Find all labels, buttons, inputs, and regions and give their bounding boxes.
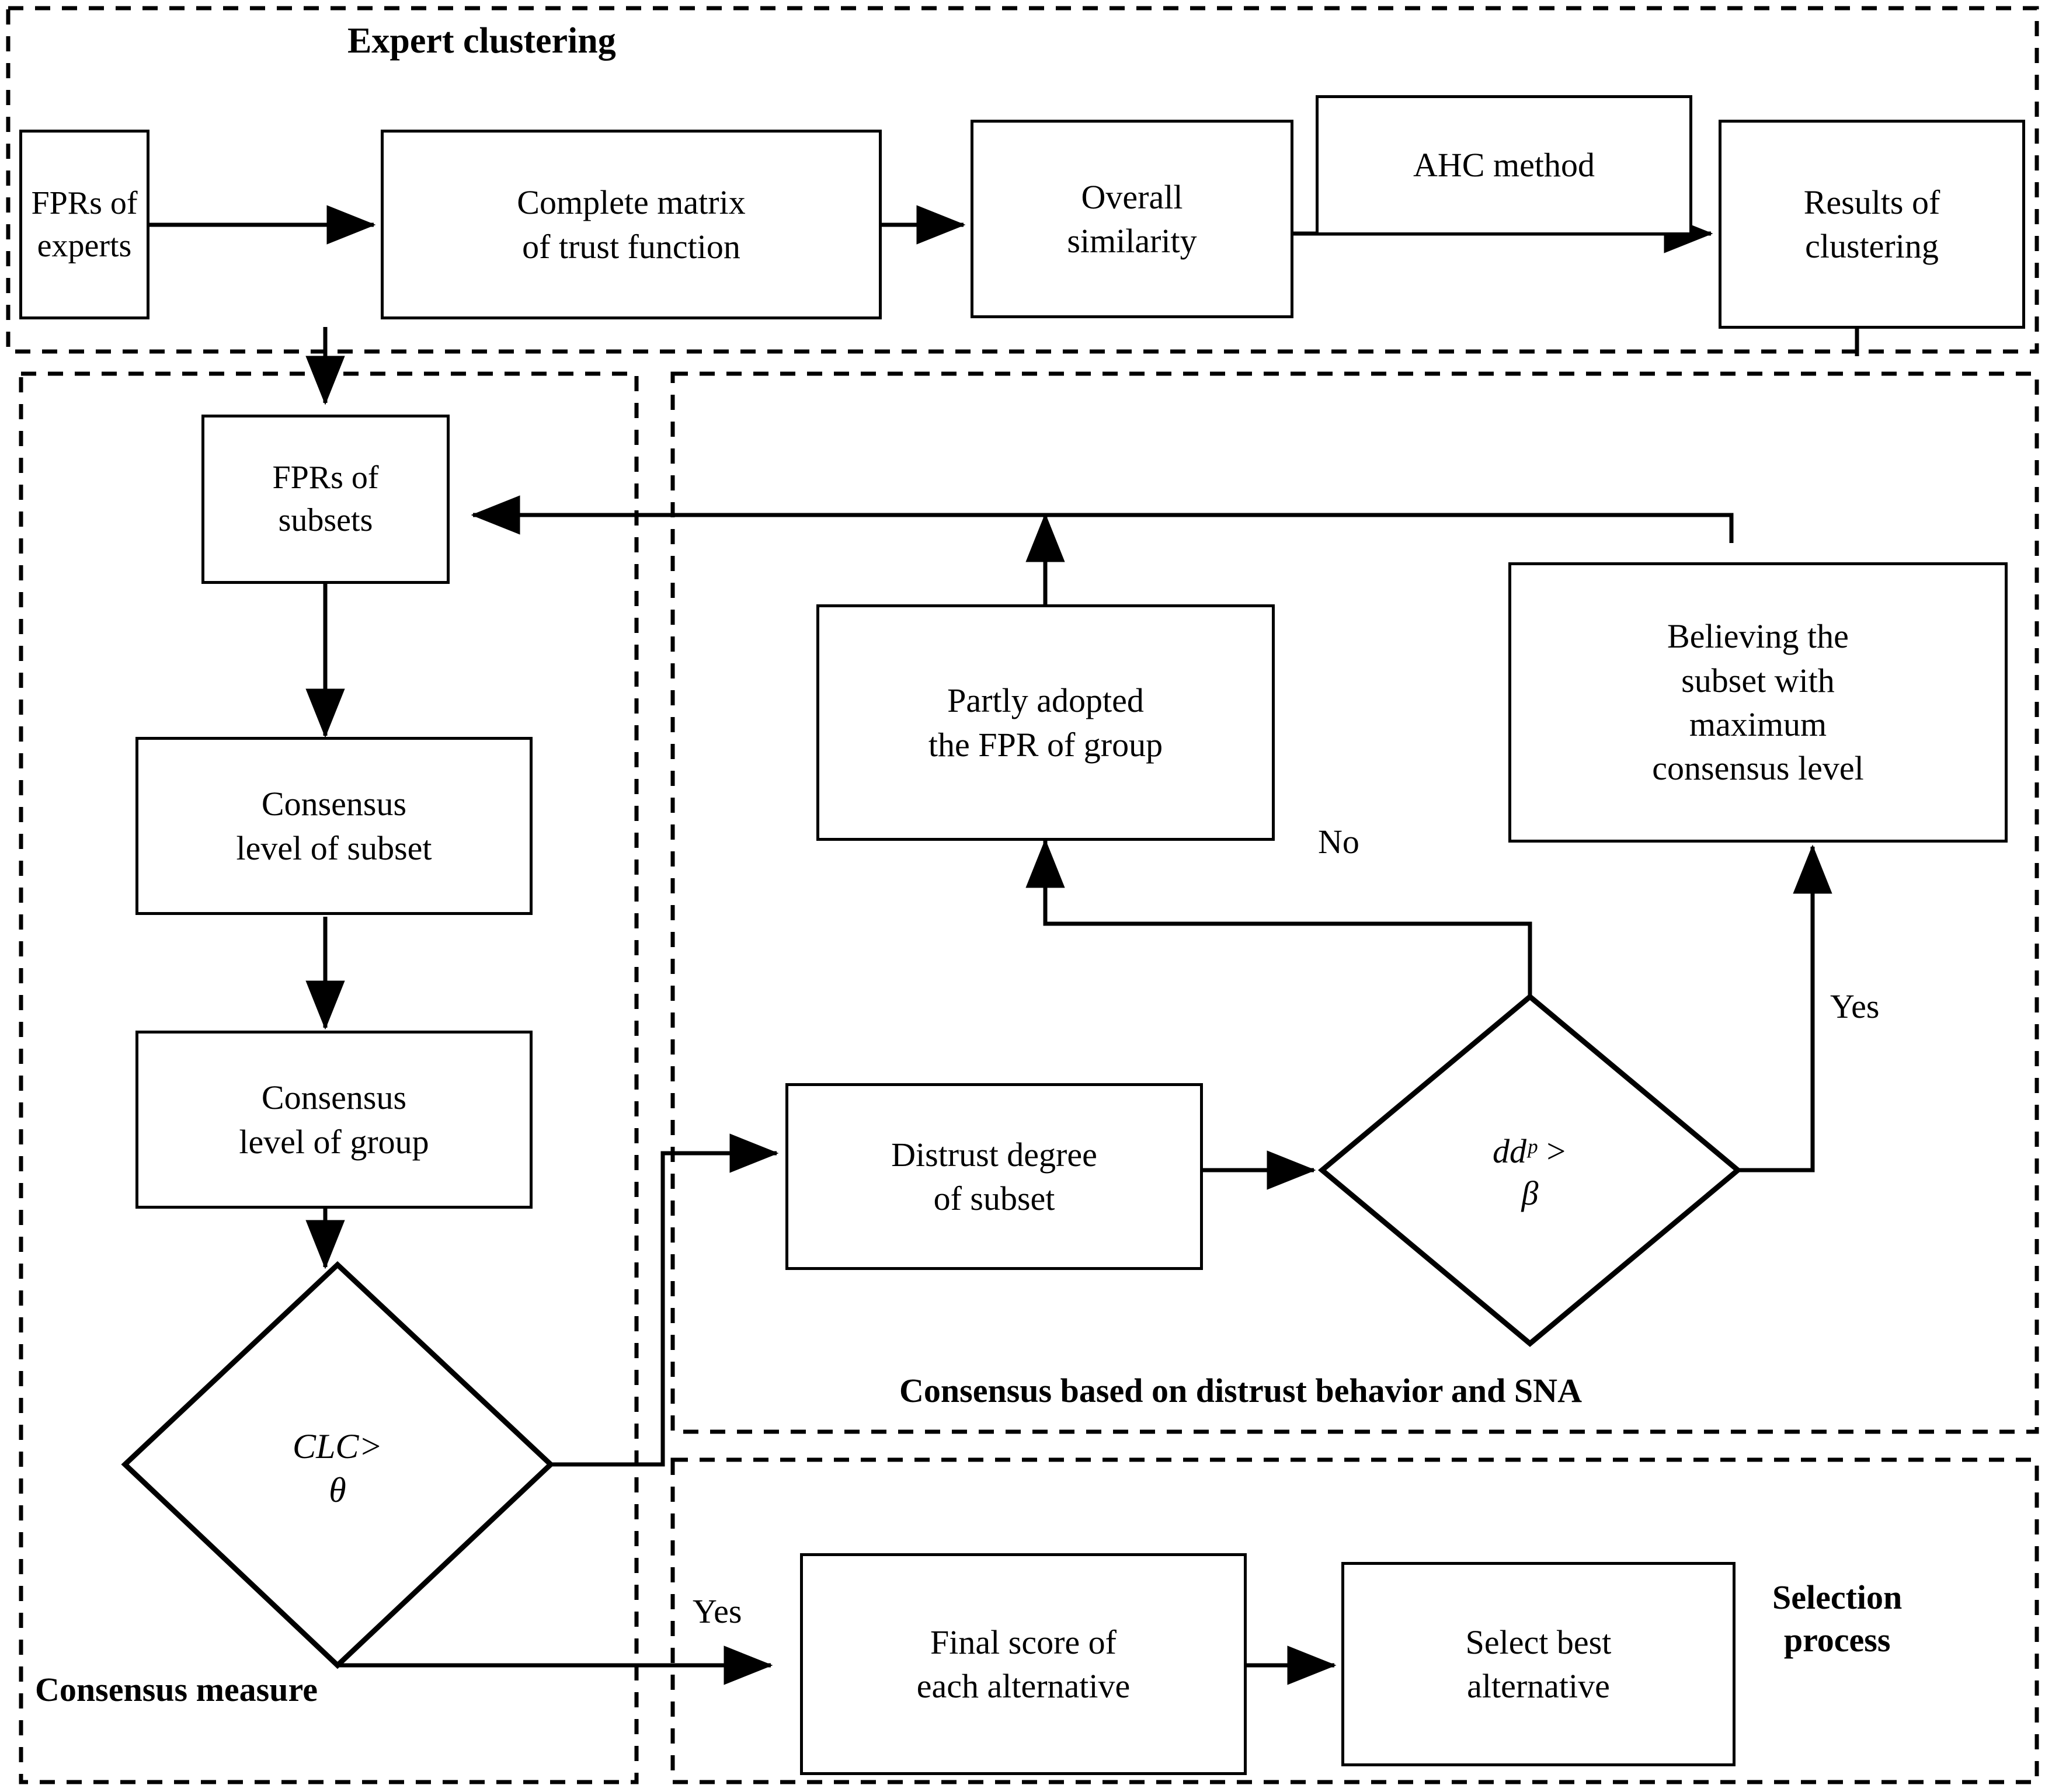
node-fprs-of-subsets-line2: subsets [278,502,373,538]
node-consensus-level-subset[interactable]: Consensus level of subset [135,737,533,915]
edge-label-yes-clc: Yes [693,1592,742,1630]
node-results-of-clustering[interactable]: Results of clustering [1719,120,2025,329]
node-ahc-method-line1: AHC method [1413,146,1595,185]
node-consensus-level-subset-line2: level of subset [236,829,432,867]
node-distrust-degree[interactable]: Distrust degree of subset [785,1083,1203,1270]
edge-clc-no-to-distrust [551,1133,779,1467]
node-partly-adopted-line1: Partly adopted [947,681,1144,720]
node-consensus-level-subset-line1: Consensus [261,785,407,823]
node-ahc-method[interactable]: AHC method [1316,95,1692,235]
node-believing-subset-line1: Believing the [1667,617,1849,656]
node-distrust-degree-line1: Distrust degree [891,1135,1097,1174]
decision-label-clc-theta-line2: θ [329,1471,346,1509]
node-select-best-line2: alternative [1467,1667,1610,1705]
group-label-selection-process: Selection process [1772,1577,1902,1661]
node-results-of-clustering-line2: clustering [1805,227,1939,265]
decision-label-ddp-beta-line2: β [1521,1174,1539,1212]
node-final-score-line1: Final score of [930,1623,1117,1661]
node-fprs-of-experts[interactable]: FPRs of experts [19,130,149,319]
node-fprs-of-experts-line1: FPRs of [31,185,138,221]
node-believing-subset-line3: maximum [1689,705,1827,743]
node-final-score-line2: each alternative [916,1667,1131,1705]
edge-label-no: No [1318,823,1359,861]
group-label-expert-clustering: Expert clustering [347,21,616,61]
node-overall-similarity-line1: Overall [1081,178,1183,216]
node-believing-subset-line2: subset with [1681,661,1835,700]
node-fprs-of-subsets[interactable]: FPRs of subsets [201,415,450,584]
decision-label-ddp-beta[interactable]: ddᵖ > β [1425,1108,1635,1237]
node-overall-similarity[interactable]: Overall similarity [971,120,1293,318]
group-label-distrust-sna: Consensus based on distrust behavior and… [899,1372,1582,1410]
decision-label-clc-theta-line1: CLC> [293,1427,382,1466]
edge-label-yes-ddp: Yes [1830,987,1880,1025]
edge-ddp-no-to-partly-adopted [1025,838,1532,997]
node-results-of-clustering-line1: Results of [1803,183,1940,221]
node-partly-adopted-line2: the FPR of group [928,725,1163,764]
node-select-best[interactable]: Select best alternative [1341,1562,1736,1766]
node-distrust-degree-line2: of subset [933,1179,1055,1217]
group-label-selection-process-line1: Selection [1772,1578,1903,1616]
group-label-selection-process-line2: process [1783,1620,1891,1659]
node-complete-matrix[interactable]: Complete matrix of trust function [381,130,882,319]
node-believing-subset[interactable]: Believing the subset with maximum consen… [1508,562,2008,843]
node-believing-subset-line4: consensus level [1652,749,1864,788]
edge-believing-to-fprs-subsets [471,495,1734,543]
group-border-distrust-sna [670,371,2039,1434]
decision-shape-ddp-beta [1317,993,1743,1347]
edge-ddp-yes-to-believing [1738,844,1832,1172]
node-complete-matrix-line2: of trust function [522,227,740,266]
group-label-consensus-measure: Consensus measure [35,1671,318,1709]
node-select-best-line1: Select best [1465,1623,1612,1661]
node-complete-matrix-line1: Complete matrix [517,183,746,222]
node-overall-similarity-line2: similarity [1067,222,1197,260]
edge-results-to-fprs-subsets [305,327,1859,405]
decision-label-clc-theta[interactable]: CLC> θ [232,1401,443,1536]
node-fprs-of-experts-line2: experts [37,227,132,264]
node-consensus-level-group[interactable]: Consensus level of group [135,1031,533,1209]
node-partly-adopted[interactable]: Partly adopted the FPR of group [816,604,1275,841]
node-consensus-level-group-line1: Consensus [261,1078,407,1117]
node-consensus-level-group-line2: level of group [239,1122,429,1161]
group-border-selection-process [670,1457,2039,1784]
group-border-expert-clustering [6,6,2039,354]
decision-label-ddp-beta-line1: ddᵖ > [1492,1132,1568,1170]
node-final-score[interactable]: Final score of each alternative [800,1553,1247,1775]
node-fprs-of-subsets-line1: FPRs of [272,460,379,496]
